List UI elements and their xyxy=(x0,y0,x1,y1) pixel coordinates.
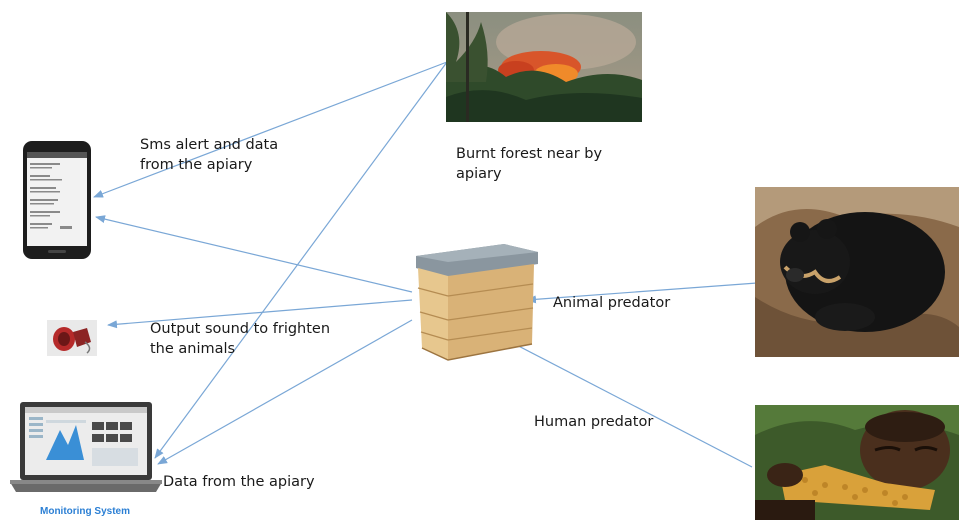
arrow-human-to-hive xyxy=(506,339,753,468)
human-predator-photo xyxy=(755,405,959,520)
sms-alert-label: Sms alert and data from the apiary xyxy=(140,137,279,173)
bear-photo xyxy=(755,187,959,357)
arrow-hive-to-speaker xyxy=(107,299,413,329)
arrow-fire-to-laptop xyxy=(154,61,448,459)
beehive-icon xyxy=(410,240,540,368)
laptop-icon xyxy=(10,400,162,496)
human-predator-label: Human predator xyxy=(534,414,654,430)
smartphone-icon xyxy=(22,140,92,260)
forest-fire-photo xyxy=(446,12,642,122)
data-from-apiary-label: Data from the apiary xyxy=(163,474,315,490)
alarm-speaker-icon xyxy=(47,320,97,356)
monitoring-system-caption: Monitoring System xyxy=(40,506,131,517)
arrow-hive-to-phone xyxy=(95,215,413,293)
arrow-fire-to-phone xyxy=(93,61,448,198)
arrow-bear-to-hive xyxy=(526,282,758,304)
arrow-hive-to-laptop xyxy=(157,319,413,465)
output-sound-label: Output sound to frighten the animals xyxy=(150,321,331,357)
animal-predator-label: Animal predator xyxy=(553,295,671,311)
burnt-forest-label: Burnt forest near by apiary xyxy=(456,146,603,182)
